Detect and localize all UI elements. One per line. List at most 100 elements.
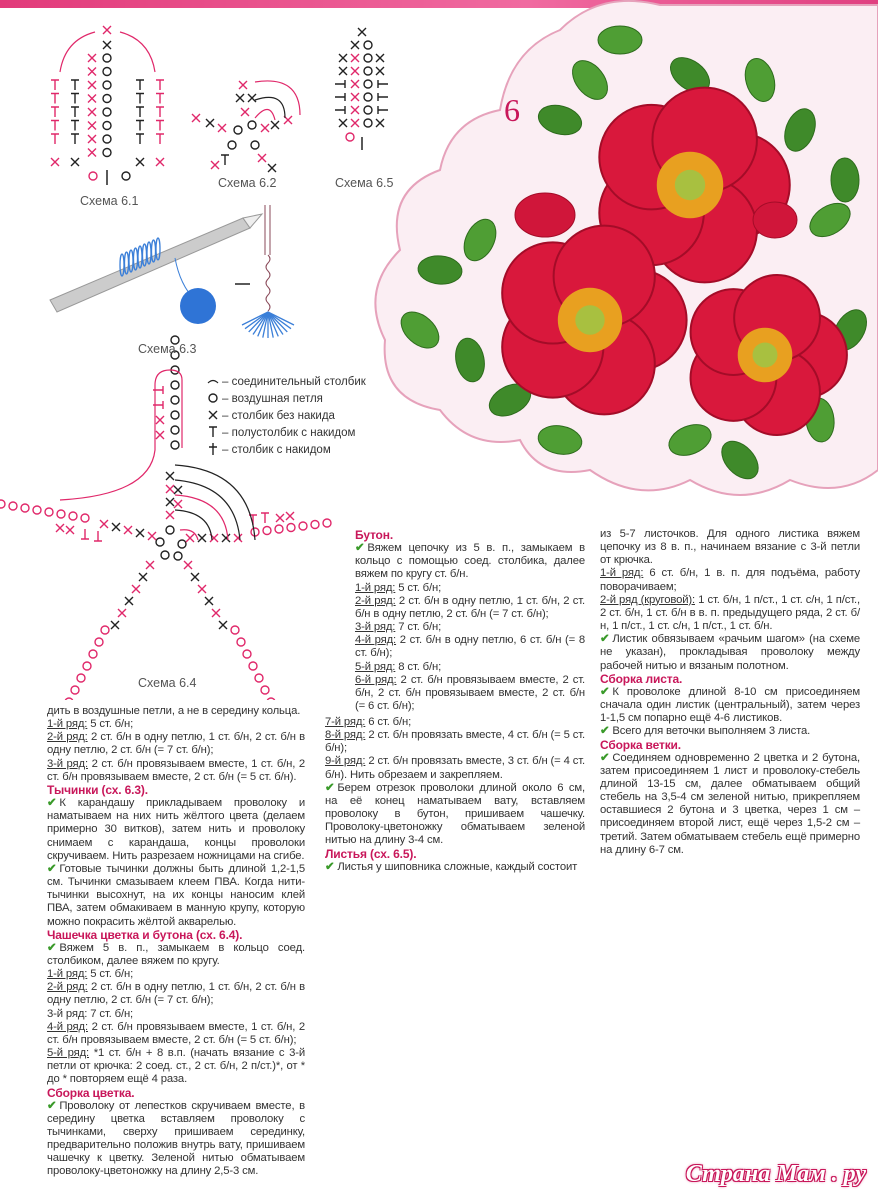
single-crochet-icon	[240, 107, 250, 117]
row-text: 2 ст. б/н в одну петлю, 1 ст. б/н, 2 ст.…	[47, 731, 305, 757]
row-arc	[174, 464, 256, 541]
row-label: 7-й ряд:	[325, 716, 366, 728]
flower-photo	[374, 0, 878, 496]
row-instruction: 7-й ряд: 6 ст. б/н;	[325, 716, 585, 729]
caption-scheme-6-2: Схема 6.2	[218, 176, 277, 190]
single-crochet-icon	[211, 608, 221, 618]
single-crochet-icon	[197, 584, 207, 594]
stamen-fiber	[267, 311, 295, 326]
single-crochet-icon	[218, 620, 228, 630]
checkmark-icon: ✔	[47, 1099, 57, 1112]
row-text: 6 ст. б/н;	[365, 716, 412, 728]
single-crochet-icon	[205, 118, 215, 128]
checkmark-icon: ✔	[325, 781, 335, 794]
chain-circle-icon	[94, 637, 104, 647]
half-double-icon	[71, 119, 79, 131]
text-column-2-bud: Бутон.✔Вяжем цепочку из 5 в. п., замыкае…	[355, 528, 585, 713]
single-crochet-icon	[350, 118, 360, 128]
legend-single-crochet: – столбик без накида	[222, 410, 336, 422]
row-instruction: 5-й ряд: 8 ст. б/н;	[355, 661, 585, 674]
chain-circle-icon	[233, 125, 243, 135]
row-label: 1-й ряд:	[47, 718, 88, 731]
stamen-fiber	[267, 311, 274, 338]
chain-circle-icon	[8, 501, 18, 511]
half-double-icon	[377, 80, 388, 88]
caption-scheme-6-4: Схема 6.4	[138, 676, 197, 690]
row-arc	[174, 509, 213, 541]
paragraph-text: Берем отрезок проволоки длиной около 6 с…	[325, 781, 585, 847]
leaf-icon	[721, 440, 759, 480]
single-crochet-icon	[124, 596, 134, 606]
half-double-icon	[377, 93, 388, 101]
leaf-icon	[830, 157, 860, 203]
row-instruction: 9-й ряд: 2 ст. б/н провязать вместе, 3 с…	[325, 755, 585, 781]
text-column-1: дить в воздушные петли, а не в середину …	[47, 705, 305, 1179]
half-double-icon	[156, 106, 164, 117]
single-crochet-icon	[55, 523, 65, 533]
chain-circle-icon	[102, 53, 112, 63]
row-arc	[174, 494, 229, 541]
crochet-diagrams	[0, 25, 388, 700]
chain-circle-icon	[56, 509, 66, 519]
row-arc	[174, 479, 241, 541]
half-double-icon	[136, 133, 144, 144]
half-double-icon	[156, 119, 164, 131]
half-double-icon	[156, 79, 164, 90]
single-crochet-icon	[155, 157, 165, 167]
chain-circle-icon	[363, 118, 373, 128]
half-double-icon	[261, 512, 269, 523]
check-paragraph: ✔Листик обвязываем «рачьим шагом» (на сх…	[600, 633, 860, 672]
row-instruction: 2-й ряд: 2 ст. б/н в одну петлю, 1 ст. б…	[355, 595, 585, 621]
rose-flowers	[501, 86, 848, 436]
single-crochet-icon	[350, 40, 360, 50]
green-leaves	[400, 25, 868, 480]
stamen-fiber	[267, 311, 279, 337]
row-instruction: 2-й ряд: 2 ст. б/н в одну петлю, 1 ст. б…	[47, 981, 305, 1007]
single-crochet-icon	[155, 430, 165, 440]
symbol-legend: – соединительный столбик – воздушная пет…	[222, 376, 367, 456]
row-text: 2 ст. б/н в одну петлю, 1 ст. б/н, 2 ст.…	[355, 594, 585, 620]
single-crochet-icon	[111, 522, 121, 532]
row-arc	[207, 379, 219, 384]
chain-circle-icon	[102, 93, 112, 104]
chain-circle-icon	[247, 120, 257, 130]
chain-circle-icon	[102, 66, 112, 77]
chain-circle-icon	[262, 525, 272, 536]
single-crochet-icon	[185, 533, 195, 543]
chain-circle-icon	[363, 53, 373, 63]
bud	[514, 192, 576, 238]
single-crochet-icon	[138, 572, 148, 582]
single-crochet-icon	[87, 67, 97, 76]
half-double-icon	[209, 426, 217, 437]
checkmark-icon: ✔	[355, 542, 365, 555]
row-label: 1-й ряд:	[355, 581, 396, 594]
row-instruction: 1-й ряд: 5 ст. б/н;	[355, 582, 585, 595]
row-instruction: 3-й ряд: 2 ст. б/н провязываем вместе, 1…	[47, 758, 305, 784]
single-crochet-icon	[65, 525, 75, 535]
leaf-icon	[668, 424, 712, 456]
leaf-icon	[784, 108, 816, 152]
single-crochet-icon	[102, 25, 112, 35]
illustrations: Схема 6.1 Схема 6.2 Схема 6.5 Схема 6.3 …	[0, 0, 878, 700]
half-double-icon	[136, 119, 144, 131]
single-crochet-icon	[233, 533, 243, 543]
chain-circle-icon	[64, 697, 74, 700]
single-crochet-icon	[135, 528, 145, 538]
single-crochet-icon	[87, 53, 97, 63]
stamen-fiber	[267, 311, 292, 330]
caption-scheme-6-3: Схема 6.3	[138, 342, 197, 356]
row-text: 2 ст. б/н провязываем вместе, 1 ст. б/н,…	[47, 757, 305, 783]
single-crochet-icon	[267, 163, 277, 173]
single-crochet-icon	[350, 66, 360, 76]
half-double-icon	[81, 529, 89, 540]
half-double-icon	[71, 106, 79, 117]
page-number: 6	[504, 92, 520, 128]
single-crochet-icon	[235, 93, 245, 103]
chain-circle-icon	[170, 350, 180, 360]
leaf-icon	[744, 58, 776, 102]
chain-circle-icon	[102, 80, 112, 90]
chain-circle-icon	[322, 518, 332, 528]
single-crochet-icon	[210, 160, 220, 170]
paragraph-text: Проволоку от лепестков скручиваем вместе…	[47, 1099, 305, 1178]
checkmark-icon: ✔	[600, 751, 610, 764]
